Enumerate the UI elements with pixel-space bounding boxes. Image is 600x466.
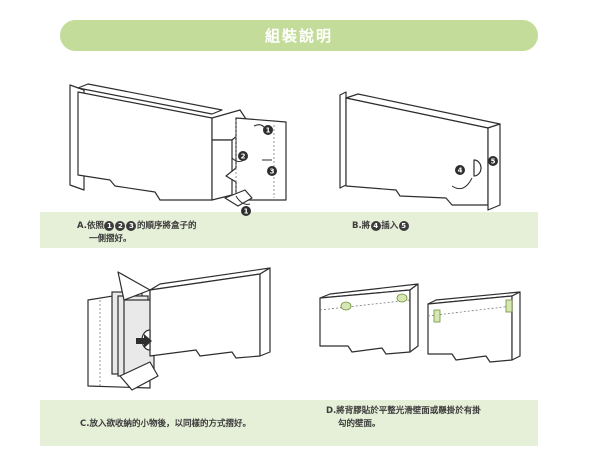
step-a-marker-2: 2 xyxy=(238,151,248,161)
step-b-illustration: 4 5 xyxy=(339,91,501,211)
number-5-icon: 5 xyxy=(398,220,409,231)
step-d-box2-front xyxy=(427,295,513,363)
step-b-marker-5: 5 xyxy=(488,156,498,166)
step-c-bottom-flap xyxy=(119,361,159,391)
step-c-top-flap xyxy=(117,271,151,301)
number-2-icon: 2 xyxy=(115,220,126,231)
step-d-illustration xyxy=(319,283,521,363)
step-a-marker-3: 3 xyxy=(267,166,277,176)
step-d-box1-front xyxy=(319,289,411,355)
header-title: 組裝說明 xyxy=(264,27,333,45)
caption-band-bottom xyxy=(40,400,538,446)
step-d-box2-end xyxy=(511,291,521,361)
caption-step-c: C.放入欲收納的小物後，以同樣的方式摺好。 xyxy=(80,419,251,429)
step-d-adhesive-left xyxy=(340,301,352,311)
svg-text:1: 1 xyxy=(244,208,249,216)
step-b-end-panel xyxy=(487,123,501,211)
instructions-header: 組裝說明 xyxy=(60,20,538,51)
svg-text:2: 2 xyxy=(241,153,246,161)
step-c-illustration xyxy=(87,267,271,391)
step-a-top-panel xyxy=(77,83,223,115)
step-b-tab xyxy=(473,159,482,177)
step-a-tab-panel xyxy=(225,117,287,201)
step-a-illustration: 1 2 3 1 xyxy=(69,83,287,216)
step-a-end-side xyxy=(211,139,233,201)
step-d-hanger-right xyxy=(505,299,513,313)
number-1-icon: 1 xyxy=(104,220,115,231)
number-4-icon: 4 xyxy=(370,220,381,231)
step-b-left-edge xyxy=(339,91,347,189)
caption-step-d: D.將背膠貼於平整光滑壁面或懸掛於有掛 勾的壁面。 xyxy=(326,406,481,429)
step-a-marker-4: 1 xyxy=(241,206,251,216)
svg-text:1: 1 xyxy=(266,127,271,135)
svg-text:4: 4 xyxy=(458,167,463,175)
number-3-icon: 3 xyxy=(126,220,137,231)
step-b-front-face xyxy=(345,97,489,206)
step-d-box1-end xyxy=(409,283,419,353)
step-c-end-panel xyxy=(259,267,271,357)
svg-text:3: 3 xyxy=(270,168,275,176)
step-d-hanger-left xyxy=(433,309,441,323)
step-a-marker-1: 1 xyxy=(263,125,273,135)
svg-text:5: 5 xyxy=(491,158,496,166)
step-b-marker-4: 4 xyxy=(455,165,465,175)
step-a-arrow-4 xyxy=(235,195,251,205)
step-b-arrow xyxy=(451,177,473,190)
step-d-adhesive-right xyxy=(396,293,408,303)
step-c-insert-arrow xyxy=(136,334,152,348)
step-a-bottom-flap xyxy=(224,189,253,207)
